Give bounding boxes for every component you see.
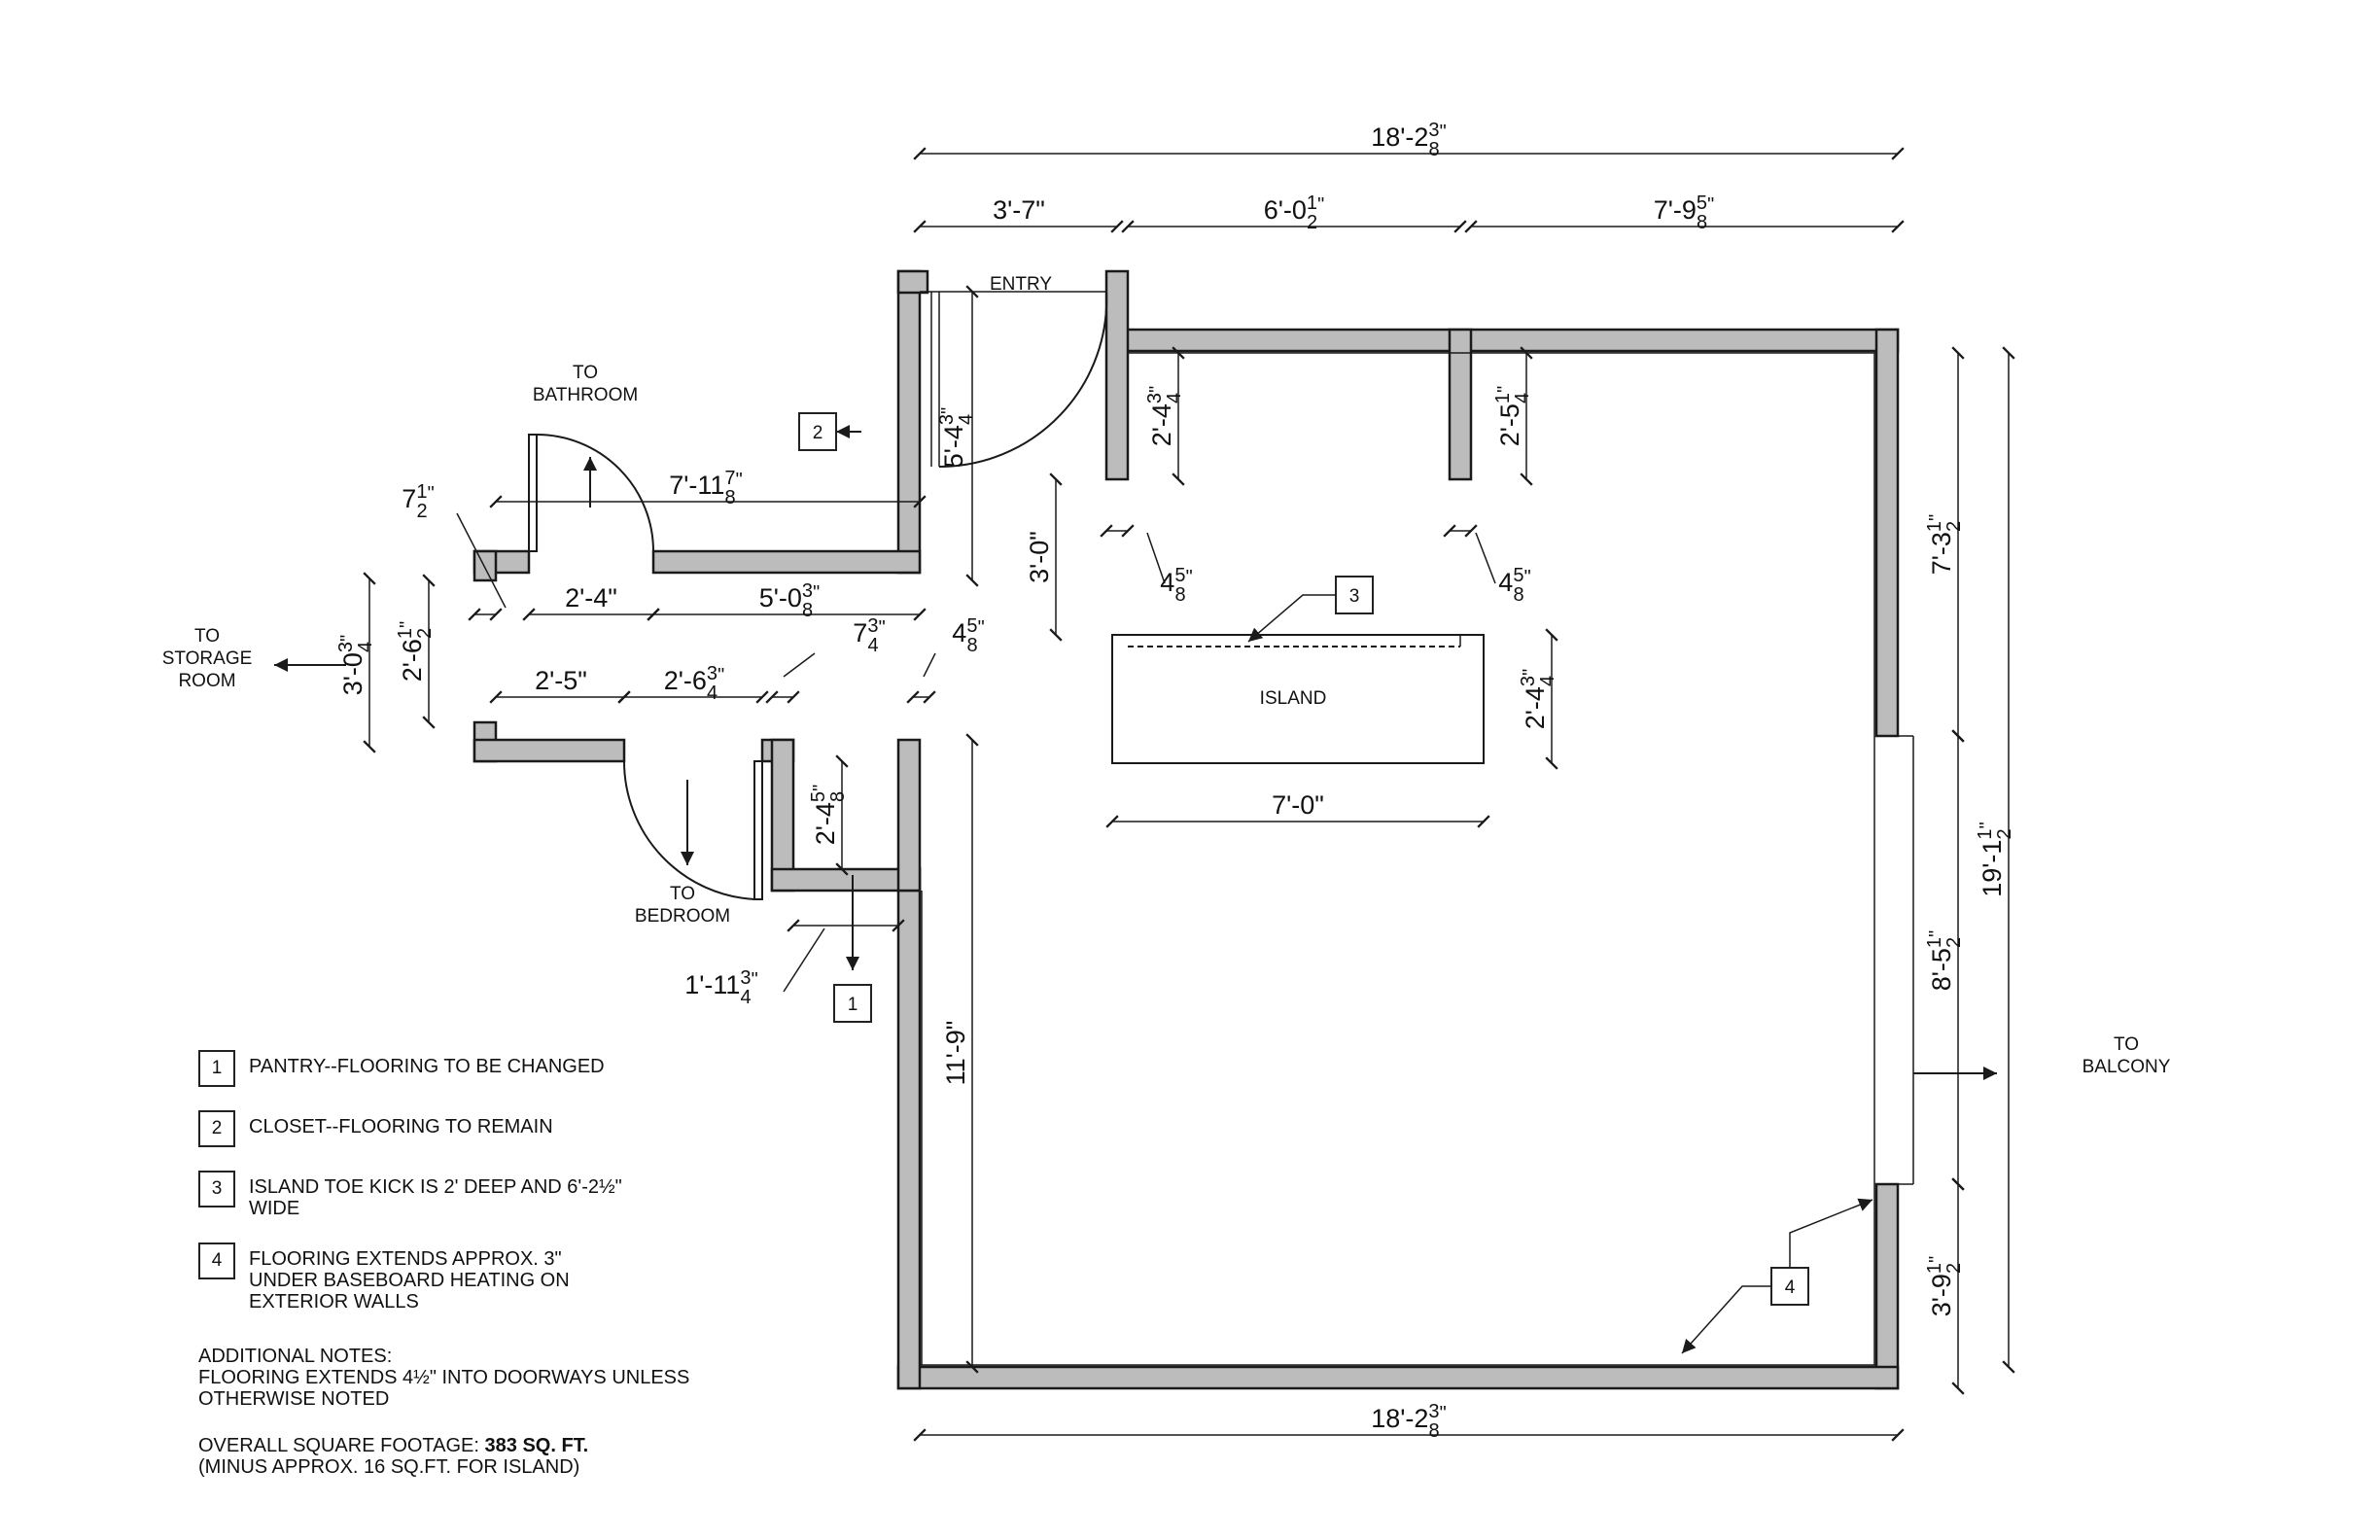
note-row: 4 FLOORING EXTENDS APPROX. 3" UNDER BASE… <box>198 1242 743 1312</box>
additional-notes-line: FLOORING EXTENDS 4½" INTO DOORWAYS UNLES… <box>198 1367 690 1410</box>
note-text: FLOORING EXTENDS APPROX. 3" UNDER BASEBO… <box>249 1248 570 1312</box>
main-room-left-wall <box>896 866 922 1390</box>
to-bathroom-label-2: BATHROOM <box>533 385 638 405</box>
to-balcony-label-2: BALCONY <box>2082 1057 2171 1077</box>
dimension-label-island_width: 7'-0" <box>1272 790 1324 820</box>
additional-notes: ADDITIONAL NOTES: FLOORING EXTENDS 4½" I… <box>198 1346 743 1478</box>
note-row: 1 PANTRY--FLOORING TO BE CHANGED <box>198 1050 743 1087</box>
walls <box>472 269 1900 1390</box>
dimension-label-room_length: 11'-9" <box>941 1021 970 1086</box>
hall-bottom-wall-left <box>472 738 626 763</box>
entry-left-cap <box>896 269 929 295</box>
leader-line <box>456 512 507 609</box>
main-room-top-wall <box>1125 328 1900 353</box>
square-footage-note: (MINUS APPROX. 16 SQ.FT. FOR ISLAND) <box>198 1456 580 1478</box>
note-row: 2 CLOSET--FLOORING TO REMAIN <box>198 1110 743 1147</box>
dimension-label-bed_door: 2'-5" <box>535 666 587 695</box>
note-number-box: 3 <box>198 1171 235 1208</box>
island: ISLAND <box>1111 634 1485 764</box>
dimension-label-wall_a_depth: 2'-434" <box>1144 386 1185 447</box>
pantry-right-wall <box>896 738 922 892</box>
callout-4: 4 <box>1785 1278 1796 1298</box>
bathroom-door-leaf <box>528 434 538 552</box>
storage-post-top <box>472 549 498 582</box>
dimension-label-entry_width: 3'-7" <box>993 195 1045 225</box>
to-storage-label-2: STORAGE <box>162 648 253 669</box>
notes-panel: 1 PANTRY--FLOORING TO BE CHANGED 2 CLOSE… <box>198 1050 743 1478</box>
entry-label: ENTRY <box>990 274 1052 295</box>
leader-line <box>1475 532 1496 584</box>
leader-line <box>783 652 816 678</box>
main-room-bottom-wall <box>896 1365 1900 1390</box>
note-text: ISLAND TOE KICK IS 2' DEEP AND 6'-2½" WI… <box>249 1176 622 1219</box>
dimension-label-bath_door: 2'-4" <box>565 583 617 612</box>
square-footage-label: OVERALL SQUARE FOOTAGE: <box>198 1435 485 1456</box>
callout-3: 3 <box>1349 586 1360 607</box>
leader-line <box>1146 532 1166 584</box>
dimension-label-right_lower: 3'-912" <box>1924 1256 1965 1317</box>
island-counter <box>1111 634 1485 764</box>
to-bedroom-label-2: BEDROOM <box>635 906 730 927</box>
main-room-right-wall-upper <box>1874 328 1900 738</box>
dimension-label-right_overall: 19'-112" <box>1975 822 2015 897</box>
bathroom-door-swing <box>536 434 654 552</box>
to-bedroom-label-1: TO <box>670 884 695 904</box>
callout-2: 2 <box>813 423 823 443</box>
dimension-label-right_upper: 7'-312" <box>1924 514 1965 576</box>
dimension-label-storage_door: 2'-612" <box>395 621 436 682</box>
to-storage-label-1: TO <box>194 626 220 647</box>
dimension-lines <box>363 147 2015 1442</box>
entry-left-wall <box>896 269 922 575</box>
bedroom-door-leaf <box>753 760 763 900</box>
main-room-right-wall-lower <box>1874 1182 1900 1390</box>
square-footage: OVERALL SQUARE FOOTAGE: 383 SQ. FT. <box>198 1435 743 1456</box>
note-text: PANTRY--FLOORING TO BE CHANGED <box>249 1056 605 1077</box>
island-label: ISLAND <box>1260 688 1327 709</box>
callout-box-1 <box>833 984 872 1023</box>
note-number-box: 4 <box>198 1242 235 1279</box>
to-bathroom-label-1: TO <box>573 363 598 383</box>
leader-line <box>923 652 936 678</box>
callouts: 2 3 1 4 <box>798 412 1873 1354</box>
dimension-label-island_depth: 2'-434" <box>1518 669 1558 730</box>
square-footage-value: 383 SQ. FT. <box>484 1435 589 1456</box>
dimension-label-pantry_depth: 2'-458" <box>808 785 849 846</box>
leader-line <box>783 928 825 993</box>
callout-box-2 <box>798 412 837 451</box>
additional-notes-heading: ADDITIONAL NOTES: <box>198 1346 393 1367</box>
note-row: 3 ISLAND TOE KICK IS 2' DEEP AND 6'-2½" … <box>198 1171 743 1219</box>
bedroom-door-swing <box>622 760 755 900</box>
dimension-label-island_gap: 3'-0" <box>1025 531 1054 583</box>
inner-lines <box>920 291 1914 1366</box>
dimension-label-storage_outer: 3'-034" <box>335 635 376 696</box>
entry-right-wall <box>1104 269 1130 481</box>
hall-top-wall <box>651 549 922 575</box>
room-labels: ENTRY TO BATHROOM TO STORAGE ROOM TO BED… <box>162 274 2171 1077</box>
dimension-label-right_window: 8'-512" <box>1924 930 1965 992</box>
dimension-label-closet_depth: 5'-434" <box>936 407 977 469</box>
callout-1: 1 <box>848 995 858 1015</box>
partition-wall-b <box>1448 328 1473 481</box>
note-text: CLOSET--FLOORING TO REMAIN <box>249 1116 553 1138</box>
note-number-box: 1 <box>198 1050 235 1087</box>
to-balcony-label-1: TO <box>2114 1034 2139 1055</box>
to-storage-label-3: ROOM <box>178 671 235 691</box>
dimension-label-wall_b_depth: 2'-514" <box>1492 386 1533 447</box>
note-number-box: 2 <box>198 1110 235 1147</box>
